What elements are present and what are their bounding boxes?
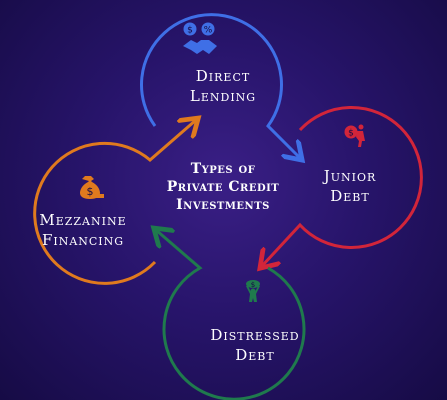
junior-debt-label-line2: Debt: [330, 187, 370, 205]
svg-text:$: $: [187, 26, 193, 36]
svg-text:$: $: [251, 281, 255, 289]
center-title-line2: Private Credit: [166, 179, 280, 195]
svg-text:%: %: [204, 26, 213, 36]
mezzanine-financing-arc: [33, 120, 196, 285]
junior-debt-label-line1: Junior: [323, 167, 377, 185]
direct-lending-label-line1: Direct: [195, 67, 251, 85]
direct-lending-label-line2: Lending: [189, 87, 257, 105]
distressed-debt-arc: [156, 230, 306, 400]
distressed-debt-label: Distressed Debt: [190, 325, 320, 365]
handshake-money-icon: $ %: [183, 22, 217, 54]
person-lifting-money-bag-icon: $: [246, 280, 260, 302]
svg-text:$: $: [348, 129, 354, 139]
junior-debt-arc: [262, 106, 423, 267]
direct-lending-arc: [140, 13, 301, 158]
mezzanine-financing-label-line2: Financing: [41, 231, 125, 249]
distressed-debt-label-line2: Debt: [235, 346, 275, 364]
mezzanine-financing-label-line1: Mezzanine: [39, 211, 127, 229]
center-title-line3: Investments: [176, 197, 270, 213]
distressed-debt-label-line1: Distressed: [210, 326, 300, 344]
center-title: Types of Private Credit Investments: [148, 160, 298, 214]
center-title-line1: Types of: [190, 161, 256, 177]
direct-lending-label: Direct Lending: [153, 66, 293, 106]
money-bag-icon: $: [80, 176, 104, 199]
mezzanine-financing-label: Mezzanine Financing: [18, 210, 148, 250]
svg-text:$: $: [87, 185, 94, 198]
junior-debt-label: Junior Debt: [310, 166, 390, 206]
person-carrying-money-icon: $: [344, 124, 365, 147]
